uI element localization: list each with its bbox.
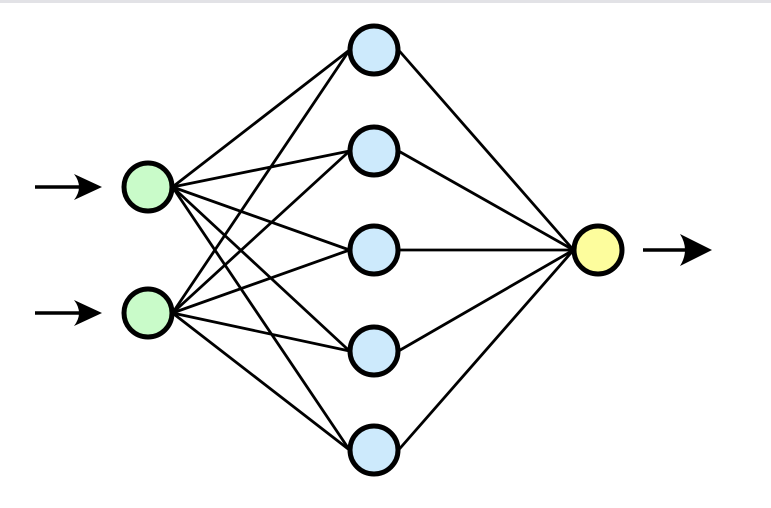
- output-arrow-head: [680, 234, 712, 266]
- edge: [172, 311, 350, 353]
- hidden-node-4: [347, 324, 401, 378]
- hidden-node-2: [347, 124, 401, 178]
- edge: [171, 185, 351, 353]
- input-arrow-1-head: [74, 174, 102, 200]
- edge: [172, 185, 350, 252]
- edge: [171, 311, 351, 452]
- edge: [171, 186, 351, 451]
- top-border: [0, 0, 771, 3]
- edge: [397, 248, 575, 353]
- edge: [172, 149, 350, 189]
- hidden-node-5: [347, 423, 401, 477]
- edge: [172, 248, 350, 315]
- input-node-1: [121, 160, 175, 214]
- hidden-node-3: [347, 223, 401, 277]
- output-node-1: [571, 223, 625, 277]
- edge: [171, 48, 351, 189]
- edge: [171, 49, 351, 314]
- input-arrow-2-head: [74, 300, 102, 326]
- edge: [171, 149, 351, 315]
- edge: [397, 249, 575, 451]
- edge: [397, 149, 575, 252]
- edge: [397, 49, 575, 251]
- hidden-node-1: [347, 23, 401, 77]
- input-node-2: [121, 286, 175, 340]
